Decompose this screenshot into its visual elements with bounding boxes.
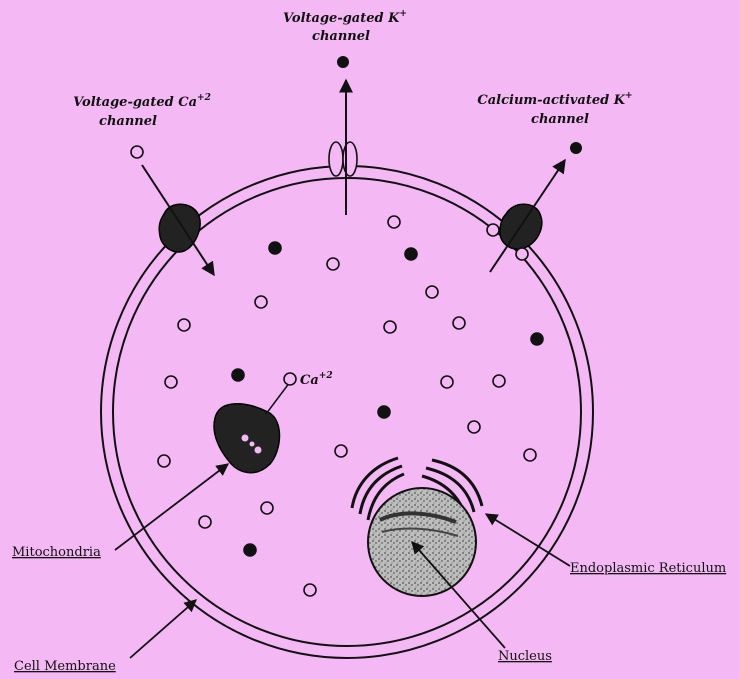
endoplasmic-reticulum-label: Endoplasmic Reticulum (570, 561, 726, 576)
ca-ion (388, 216, 400, 228)
intracellular-ions (158, 216, 543, 596)
ca-ion (327, 258, 339, 270)
ca-influx-arrow (142, 165, 214, 275)
cell-membrane-pointer (130, 600, 196, 658)
k-ion-outside-right (570, 142, 582, 154)
calcium-k-label: Calcium-activated K+ (477, 91, 632, 108)
ca-ion (493, 375, 505, 387)
ca-ion (261, 502, 273, 514)
voltage-ca-label: Voltage-gated Ca+2 (73, 93, 211, 110)
k-ion (269, 242, 281, 254)
calcium-k-label-line2: channel (531, 112, 589, 127)
voltage-k-label-line2: channel (312, 29, 370, 44)
ca-ion (165, 376, 177, 388)
k-ion-filled (337, 56, 349, 68)
mitochondria-pointer (115, 464, 228, 550)
voltage-k-label: Voltage-gated K+ (283, 9, 407, 26)
ca-ion (426, 286, 438, 298)
ca-ion (178, 319, 190, 331)
cell-membrane-label: Cell Membrane (14, 659, 116, 674)
nucleus-label: Nucleus (498, 649, 552, 664)
ca-ion (468, 421, 480, 433)
k-ion (232, 369, 244, 381)
ca-ion (335, 445, 347, 457)
k-ion (244, 544, 256, 556)
ca-ion (304, 584, 316, 596)
ca-to-mito-line (266, 382, 290, 414)
ca-ion (524, 449, 536, 461)
voltage-ca-label-line2: channel (99, 114, 157, 129)
mitochondrion (214, 382, 290, 473)
ca-ion (255, 296, 267, 308)
ca-ion (453, 317, 465, 329)
label-pointers (115, 464, 570, 658)
k-ion (378, 406, 390, 418)
ca-ion (158, 455, 170, 467)
ca-ion-outside (131, 146, 143, 158)
nucleus (368, 488, 476, 596)
ca-ion (199, 516, 211, 528)
ca-ion (516, 248, 528, 260)
voltage-gated-k-channel (329, 56, 357, 215)
ca-ion (487, 224, 499, 236)
ca-ion-labeled (284, 373, 296, 385)
ca-ion-label: Ca+2 (300, 371, 333, 388)
mitochondria-label: Mitochondria (12, 545, 101, 560)
calcium-activated-k-channel (490, 142, 582, 272)
k-ion (405, 248, 417, 260)
k-ion (531, 333, 543, 345)
ca-ion (441, 376, 453, 388)
ca-ion (384, 321, 396, 333)
